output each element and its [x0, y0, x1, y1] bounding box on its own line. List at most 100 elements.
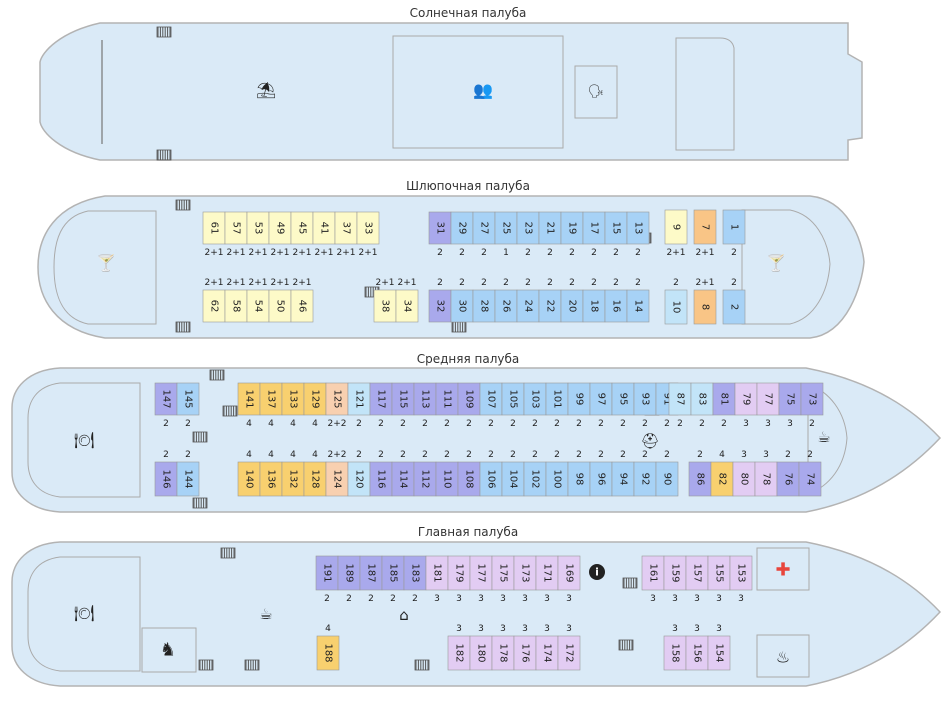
cabin-61[interactable]: 612+1	[202, 211, 226, 258]
cabin-90[interactable]: 902	[655, 450, 679, 497]
cabin-17[interactable]: 172	[582, 211, 606, 258]
cabin-box[interactable]	[707, 635, 731, 671]
cabin-37[interactable]: 372+1	[334, 211, 358, 258]
cabin-86[interactable]: 862	[688, 450, 712, 497]
cabin-box[interactable]	[626, 289, 650, 323]
cabin-box[interactable]	[722, 209, 746, 245]
cabin-32[interactable]: 322	[428, 278, 452, 323]
cabin-83[interactable]: 832	[690, 382, 714, 429]
cabin-box[interactable]	[176, 461, 200, 497]
cabin-93[interactable]: 932	[633, 382, 657, 429]
cabin-14[interactable]: 142	[626, 278, 650, 323]
cabin-8[interactable]: 82+1	[693, 278, 717, 325]
cabin-box[interactable]	[729, 555, 753, 591]
cabin-33[interactable]: 332+1	[356, 211, 380, 258]
cabin-15[interactable]: 152	[604, 211, 628, 258]
cabin-62[interactable]: 622+1	[202, 278, 226, 323]
cabin-31[interactable]: 312	[428, 211, 452, 258]
cabin-53[interactable]: 532+1	[246, 211, 270, 258]
cabin-7[interactable]: 72+1	[693, 209, 717, 258]
cabin-23[interactable]: 232	[516, 211, 540, 258]
cabin-45[interactable]: 452+1	[290, 211, 314, 258]
cabin-73[interactable]: 732	[800, 382, 824, 429]
cabin-95[interactable]: 952	[611, 382, 635, 429]
cabin-box[interactable]	[290, 289, 314, 323]
cabin-box[interactable]	[800, 382, 824, 416]
cabin-34[interactable]: 342+1	[395, 278, 419, 323]
cabin-box[interactable]	[626, 211, 650, 245]
cabin-87[interactable]: 872	[668, 382, 692, 429]
cabin-74[interactable]: 742	[798, 450, 822, 497]
cabin-box[interactable]	[664, 209, 688, 245]
cabin-10[interactable]: 102	[664, 278, 688, 325]
cabin-box[interactable]	[655, 461, 679, 497]
cabin-box[interactable]	[798, 461, 822, 497]
cabin-1[interactable]: 12	[722, 209, 746, 258]
cabin-box[interactable]	[316, 635, 340, 671]
cabin-9[interactable]: 92+1	[664, 209, 688, 258]
cabin-27[interactable]: 272	[472, 211, 496, 258]
cabin-22[interactable]: 222	[538, 278, 562, 323]
cabin-2[interactable]: 22	[722, 278, 746, 325]
cabin-28[interactable]: 282	[472, 278, 496, 323]
cabin-box[interactable]	[664, 289, 688, 325]
cabin-75[interactable]: 753	[778, 382, 802, 429]
cabin-box[interactable]	[176, 382, 200, 416]
cabin-38[interactable]: 382+1	[373, 278, 397, 323]
cabin-50[interactable]: 502+1	[268, 278, 292, 323]
cabin-box[interactable]	[557, 555, 581, 591]
cabin-13[interactable]: 132	[626, 211, 650, 258]
cabin-97[interactable]: 972	[589, 382, 613, 429]
cabin-box[interactable]	[722, 289, 746, 325]
cabin-26[interactable]: 262	[494, 278, 518, 323]
cabin-box[interactable]	[693, 289, 717, 325]
cabin-41[interactable]: 412+1	[312, 211, 336, 258]
cabin-box[interactable]	[693, 209, 717, 245]
cabin-57[interactable]: 572+1	[224, 211, 248, 258]
cabin-54[interactable]: 542+1	[246, 278, 270, 323]
cabin-49[interactable]: 492+1	[268, 211, 292, 258]
cabin-46[interactable]: 462+1	[290, 278, 314, 323]
cabin-99[interactable]: 992	[567, 382, 591, 429]
cabin-82[interactable]: 824	[710, 450, 734, 497]
cabin-box[interactable]	[557, 635, 581, 671]
cabin-76[interactable]: 762	[776, 450, 800, 497]
cabin-box[interactable]	[395, 289, 419, 323]
cabin-box[interactable]	[356, 211, 380, 245]
